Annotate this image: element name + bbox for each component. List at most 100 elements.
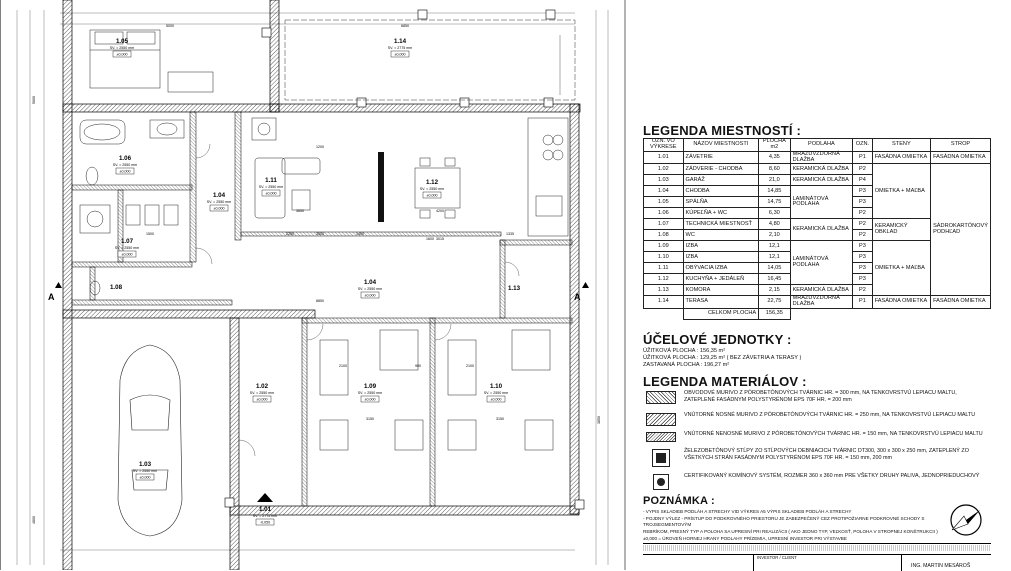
materials-title: LEGENDA MATERIÁLOV : [643,374,807,389]
section-marker-right: A [574,282,589,302]
room-height: SV. = 2550 mm [259,185,284,189]
dimension-text: 8850 [316,299,324,303]
legend-cell: P3 [852,240,873,253]
legend-cell: KERAMICKÁ DLAŽBA [789,163,854,176]
room-level: ±0,000 [122,253,133,257]
room-number: 1.01 [259,506,272,513]
legend-cell: MRAZUVZDORNÁ DLAŽBA [789,150,854,165]
chimney-swatch-icon [653,474,669,490]
room-number: 1.08 [110,284,123,291]
dimension-text: 2100 [466,364,474,368]
material-swatch [646,432,676,442]
dimension-text: 1335 [506,232,514,236]
dimension-text: 3150 [496,417,504,421]
legend-cell: OMIETKA + MAĽBA [871,163,932,220]
legend-cell: 1.10 [643,251,684,264]
legend-cell: FASÁDNA OMIETKA [930,295,991,310]
room-label: 1.13 [508,285,521,292]
legend-cell: P2 [852,207,873,220]
legend-cell: P1 [852,295,873,310]
legend-cell: P3 [852,273,873,286]
legend-cell: 1.13 [643,284,684,297]
legend-cell: P2 [852,218,873,231]
room-level: ±0,000 [365,398,376,402]
legend-cell: 4,80 [758,218,791,231]
dimension-text: 5000 [166,24,174,28]
room-number: 1.03 [139,461,152,468]
dimension-text: 4200 [436,209,444,213]
level-box [486,395,506,403]
sofa-icon [254,157,321,219]
legend-cell: ZÁDVERIE - CHODBA [682,163,760,176]
dimension-text: 2100 [339,364,347,368]
legend-cell: ZÁVETRIE [682,150,760,165]
room-level: ±0,000 [365,294,376,298]
room-height: SV. = 2550 mm [207,200,232,204]
chimney-icon [251,117,277,141]
room-number: 1.13 [508,285,521,292]
dimension-text: 6850 [401,24,409,28]
level-box [360,291,380,299]
legend-cell: 1.14 [643,295,684,310]
dimension-text: 2250 [286,232,294,236]
material-swatch [646,413,676,426]
material-text: VNÚTORNÉ NOSNÉ MURIVO Z PÓROBETÓNOVÝCH T… [684,412,976,418]
column-swatch-icon [652,449,670,467]
material-text: CERTIFIKOVANÝ KOMÍNOVÝ SYSTÉM, ROZMER 36… [684,473,980,479]
dimension-text: 3015 [436,237,444,241]
legend-cell: 12,1 [758,240,791,253]
legend-cell: KERAMICKÁ DLAŽBA [789,284,854,297]
legend-cell: 12,1 [758,251,791,264]
legend-cell: 4,35 [758,150,791,165]
investor-label: INVESTOR / CLIENT [757,555,797,560]
legend-cell: KERAMICKÝ OBKLAD [871,218,932,242]
dimension-text: 3850 [597,416,601,424]
legend-cell: WC [682,229,760,242]
notes-lines: - VYPIS SKLADIEB PODLÁH A STRECHY VID VÝ… [643,509,943,542]
legend-cell: 21,0 [758,174,791,187]
legend-cell: CHODBA [682,185,760,198]
legend-cell: OBÝVACIA IZBA [682,262,760,275]
material-item: VNÚTORNÉ NOSNÉ MURIVO Z PÓROBETÓNOVÝCH T… [646,412,1006,435]
col-header: NÁZOV MIESTNOSTI [682,138,760,152]
col-header: STENY [871,138,932,152]
legend-cell: 1.11 [643,262,684,275]
col-header: PLOCHA m2 [758,138,791,152]
col-header: OZN. VO VÝKRESE [643,138,684,152]
room-level: ±0,000 [120,170,131,174]
level-box [209,204,229,212]
title-block-fineprint [643,545,991,551]
total-value: 156,35 [758,308,791,321]
dimension-text: 3500 [316,232,324,236]
col-header: STROP [930,138,991,152]
room-legend-title: LEGENDA MIESTNOSTÍ : [643,123,802,138]
legend-cell: 1.03 [643,174,684,187]
toilet-icon [85,166,101,296]
room-height: SV. = 2550 mm [484,391,509,395]
legend-cell: P2 [852,163,873,176]
room-height: SV. = 2775 mm [253,514,278,518]
legend-cell: 1.08 [643,229,684,242]
sink-icon [149,119,185,139]
tv-unit [378,152,384,222]
kitchen-counter [527,117,569,237]
room-height: SV. = 2550 mm [358,391,383,395]
legend-cell: P3 [852,185,873,198]
legend-cell: FASÁDNA OMIETKA [871,295,932,310]
dining-table-icon [414,157,461,219]
entrance-arrow-icon [257,493,273,502]
room-number: 1.09 [364,383,377,390]
material-item: CERTIFIKOVANÝ KOMÍNOVÝ SYSTÉM, ROZMER 36… [646,473,1006,496]
exterior-walls [62,0,581,570]
legend-cell: P4 [852,174,873,187]
